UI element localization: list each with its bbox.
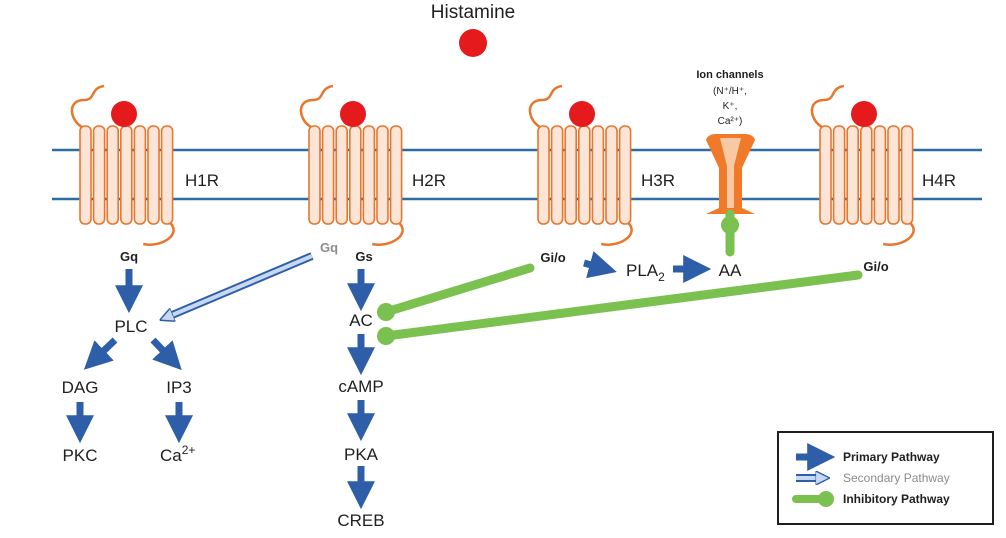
h2r-helix	[308, 125, 321, 225]
ion-channel	[706, 134, 755, 257]
h4r-helix	[887, 125, 900, 225]
h2r-label: H2R	[412, 171, 446, 190]
h2r-c-terminus	[371, 221, 404, 246]
legend-inhibitory-head	[818, 491, 834, 507]
ion-channels-line-1: (N⁺/H⁺,	[713, 86, 747, 97]
h3r-receptor	[528, 84, 633, 246]
h2r-receptor	[299, 84, 404, 246]
h3r-helix	[605, 125, 618, 225]
ca-node: Ca2+	[160, 443, 195, 465]
h3r-helix	[577, 125, 591, 225]
camp-node: cAMP	[338, 377, 383, 396]
pkc-node: PKC	[63, 446, 98, 465]
h1r-helix	[160, 125, 174, 225]
h2r-helix	[389, 125, 403, 225]
plc-to-dag-arrow	[83, 337, 118, 370]
h4r-helix	[859, 125, 873, 225]
h1r-gq-label: Gq	[120, 249, 138, 264]
creb-node: CREB	[337, 511, 384, 530]
h2r-gs-label: Gs	[355, 249, 372, 264]
h4r-label: H4R	[922, 171, 956, 190]
h3r-n-terminus	[528, 84, 563, 130]
h3r-inhibits-ac-line	[381, 263, 535, 317]
h3r-helix	[550, 125, 564, 225]
h3r-gio-label: Gi/o	[540, 250, 565, 265]
h3r-c-terminus	[600, 221, 633, 246]
pla2-node: PLA2	[626, 261, 665, 284]
h1r-helix	[147, 125, 160, 225]
ion-channel-inhibition-head	[721, 216, 739, 234]
legend-inhibitory-label: Inhibitory Pathway	[843, 492, 950, 506]
pla2-node-base: PLA	[626, 261, 659, 280]
h1r-helix	[106, 125, 119, 225]
ip3-node: IP3	[166, 378, 192, 397]
legend-secondary-label: Secondary Pathway	[843, 471, 950, 485]
h4r-receptor	[810, 84, 915, 246]
h4r-helix	[832, 125, 846, 225]
pla2-node-subscript: 2	[658, 270, 665, 284]
h4r-inhibits-ac-line	[381, 270, 863, 341]
pka-node: PKA	[344, 445, 379, 464]
h4r-bound-histamine	[851, 101, 877, 127]
aa-node: AA	[719, 261, 742, 280]
dag-node: DAG	[62, 378, 99, 397]
h3r-helix	[591, 125, 605, 225]
h1r-receptor	[70, 84, 175, 246]
h2r-helix	[321, 125, 335, 225]
h2r-helix	[376, 125, 389, 225]
ac-node: AC	[349, 311, 373, 330]
ca-node-superscript: 2+	[182, 443, 196, 457]
h3r-helix	[618, 125, 632, 225]
h1r-n-terminus	[70, 84, 105, 130]
gio-to-pla2-arrow	[583, 251, 617, 279]
receptor-layer	[70, 84, 915, 246]
plc-to-ip3-arrow	[150, 337, 182, 371]
h2r-bound-histamine	[340, 101, 366, 127]
h1r-helix	[79, 125, 92, 225]
h3r-bound-histamine	[569, 101, 595, 127]
plc-node: PLC	[114, 317, 147, 336]
h4r-c-terminus	[882, 221, 915, 246]
h3r-inhibits-ac-head	[377, 303, 395, 321]
legend: Primary Pathway Secondary Pathway Inhibi…	[777, 431, 994, 525]
h4r-inhibits-ac-head	[377, 327, 395, 345]
h2r-gq-label: Gq	[320, 240, 338, 255]
h3r-helix	[564, 125, 578, 225]
h4r-n-terminus	[810, 84, 845, 130]
gq-to-plc-secondary-arrow	[165, 254, 313, 318]
h2r-helix	[335, 125, 349, 225]
legend-primary-label: Primary Pathway	[843, 450, 940, 464]
h4r-helix	[900, 125, 914, 225]
histamine-title: Histamine	[431, 2, 515, 23]
ca-node-base: Ca	[160, 446, 182, 465]
h4r-helix	[819, 125, 832, 225]
histamine-ligand	[459, 29, 487, 57]
h4r-helix	[846, 125, 860, 225]
h2r-helix	[348, 125, 362, 225]
h1r-helix	[120, 125, 133, 225]
h2r-helix	[362, 125, 376, 225]
h1r-helix	[133, 125, 147, 225]
h4r-helix	[873, 125, 887, 225]
h1r-c-terminus	[142, 221, 175, 246]
ion-channels-title: Ion channels	[696, 69, 763, 81]
h3r-helix	[537, 125, 550, 225]
h3r-label: H3R	[641, 171, 675, 190]
ion-channels-line-3: Ca²⁺)	[718, 116, 743, 127]
h1r-helix	[92, 125, 106, 225]
h2r-n-terminus	[299, 84, 334, 130]
ion-channels-line-2: K⁺,	[723, 101, 738, 112]
h4r-gio-label: Gi/o	[863, 259, 888, 274]
h1r-bound-histamine	[111, 101, 137, 127]
h1r-label: H1R	[185, 171, 219, 190]
primary-arrows	[66, 251, 712, 510]
